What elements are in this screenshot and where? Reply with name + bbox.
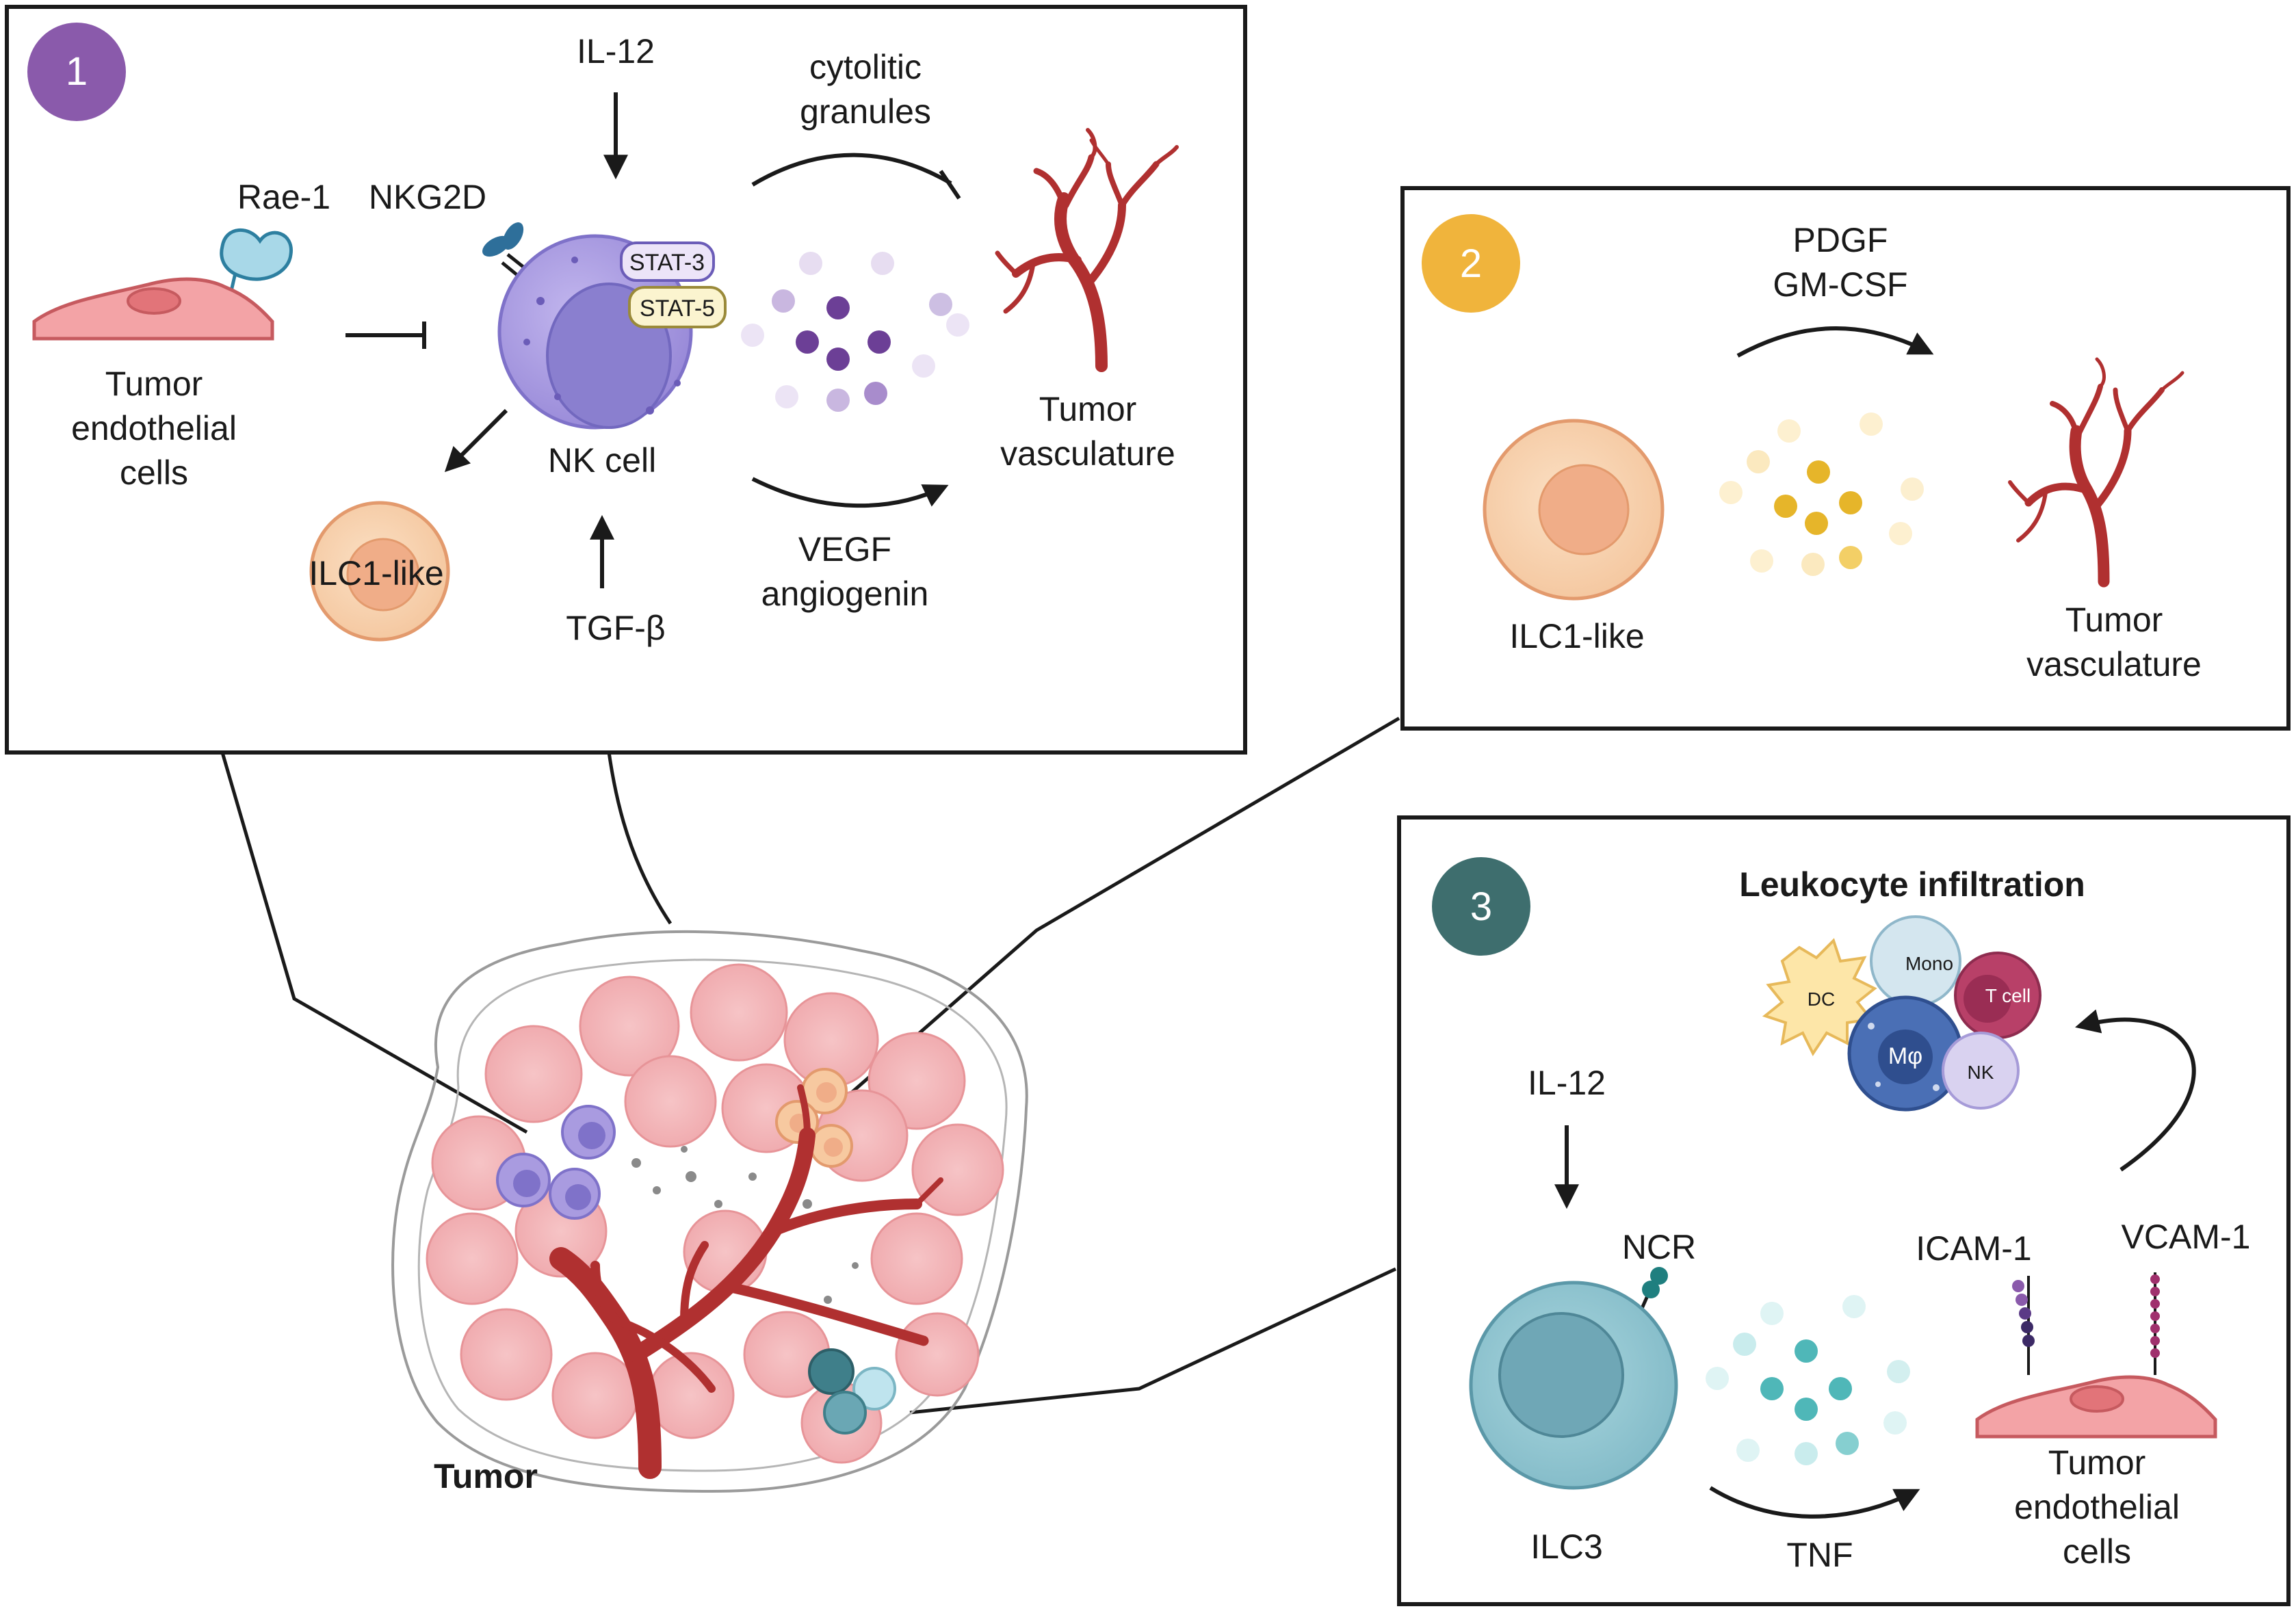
nkg2d-label: NKG2D [369,178,486,216]
tcell-label: T cell [1985,985,2031,1006]
nk-small-label: NK [1968,1062,1994,1083]
tumor-endo-line1: Tumor [105,365,203,403]
icam1-label: ICAM-1 [1916,1229,2031,1268]
macrophage-label: Mφ [1888,1043,1922,1069]
cytolytic-label-line1: cytolitic [809,48,922,86]
arrow-nk-to-ilc1 [444,408,508,473]
tumor-endo-line3: cells [120,454,188,492]
pdgf-label: PDGF [1793,221,1888,259]
granule-cluster-panel3 [1706,1295,1910,1465]
rae1-label: Rae-1 [237,178,330,216]
gmcsf-label: GM-CSF [1773,265,1907,304]
stat5-label: STAT-5 [640,296,715,322]
panel-2: 2 PDGF GM-CSF ILC1-like [1400,186,2291,731]
stat5-badge: STAT-5 [628,286,727,328]
mono-cell-icon: Mono [1870,915,1961,1007]
icam1-molecule-icon [2012,1276,2035,1375]
vasc1-line1: Tumor [1039,390,1137,428]
vegf-line2: angiogenin [761,575,929,613]
panel-3-frame [1397,815,2291,1606]
tumor-ilc3-cells [808,1348,896,1435]
tumor-endothelial-cell-icon [32,277,274,341]
tumor-endo-line2: endothelial [71,409,237,447]
stat3-label: STAT-3 [629,250,705,276]
tnf-label: TNF [1786,1536,1853,1574]
ilc3-label: ILC3 [1530,1528,1603,1566]
panel-1: 1 IL-12 cytolitic granules Rae-1 Tumor e… [5,5,1247,755]
tumor-vasculature-icon [995,128,1179,372]
nk-small-cell-icon: NK [1942,1032,2020,1110]
cytolytic-label-line2: granules [800,92,931,131]
dc-cell-icon: DC [1762,938,1877,1056]
arrow-tnf [1709,1486,1920,1519]
connector-panel1 [220,752,528,1134]
ilc1-like-label: ILC1-like [309,554,443,592]
ilc1-like-label-panel2: ILC1-like [1509,617,1644,655]
badge-2 [1422,214,1520,313]
tgfb-label: TGF-β [566,609,665,647]
tumor-mass [391,930,1028,1493]
tumor-debris [631,1146,859,1304]
arrow-factors [1736,326,1934,358]
vasc2-line1: Tumor [2065,601,2163,639]
granule-cluster-panel1 [741,252,969,412]
vcam1-molecule-icon [2150,1272,2160,1375]
tumor-vasculature-icon-panel2 [2008,357,2184,588]
panel-3: 3 Leukocyte infiltration DC Mono T cell [1397,815,2291,1606]
ncr-label: NCR [1622,1228,1696,1266]
vasc2-line2: vasculature [2026,645,2202,683]
arrow-endo-to-leukocytes [2075,1009,2196,1172]
endo3-line2: endothelial [2014,1488,2180,1526]
il12-label: IL-12 [577,32,655,70]
inhibit-arc-granules [751,153,952,187]
badge-3 [1432,857,1530,956]
badge-1 [27,23,126,121]
dc-label: DC [1808,988,1835,1010]
tumor-nk-cells [496,1105,616,1220]
arrow-vegf [751,477,949,508]
tcell-icon: T cell [1954,952,2041,1039]
badge-1-number: 1 [66,49,88,94]
badge-2-number: 2 [1460,241,1482,286]
macrophage-icon: Mφ [1847,995,1964,1112]
connector-panel3 [909,1267,1397,1415]
tumor-cells [426,963,1004,1464]
granule-cluster-panel2 [1719,412,1924,576]
tumor-vessel-icon [549,1084,943,1479]
inhibit-bar-granules [939,170,961,200]
leukocyte-cluster: DC Mono T cell Mφ NK [1762,915,2041,1112]
mono-label: Mono [1905,953,1953,974]
ilc1-like-cell-icon-panel2 [1483,419,1665,601]
leukocyte-title: Leukocyte infiltration [1739,865,2085,904]
tumor-endothelial-cell-icon-panel3 [1975,1375,2217,1439]
ilc3-cell-icon [1469,1281,1678,1490]
vcam1-label: VCAM-1 [2122,1218,2251,1256]
stat3-badge: STAT-3 [620,241,715,282]
nk-cell-label: NK cell [548,441,656,480]
il12-label-panel3: IL-12 [1528,1064,1606,1102]
vegf-line1: VEGF [798,530,891,568]
tumor-label: Tumor [434,1457,538,1495]
endo3-line1: Tumor [2048,1443,2146,1482]
endo3-line3: cells [2063,1532,2131,1571]
badge-3-number: 3 [1470,885,1492,929]
ilc1-like-cell-icon [309,501,450,642]
vasc1-line2: vasculature [1000,434,1175,473]
